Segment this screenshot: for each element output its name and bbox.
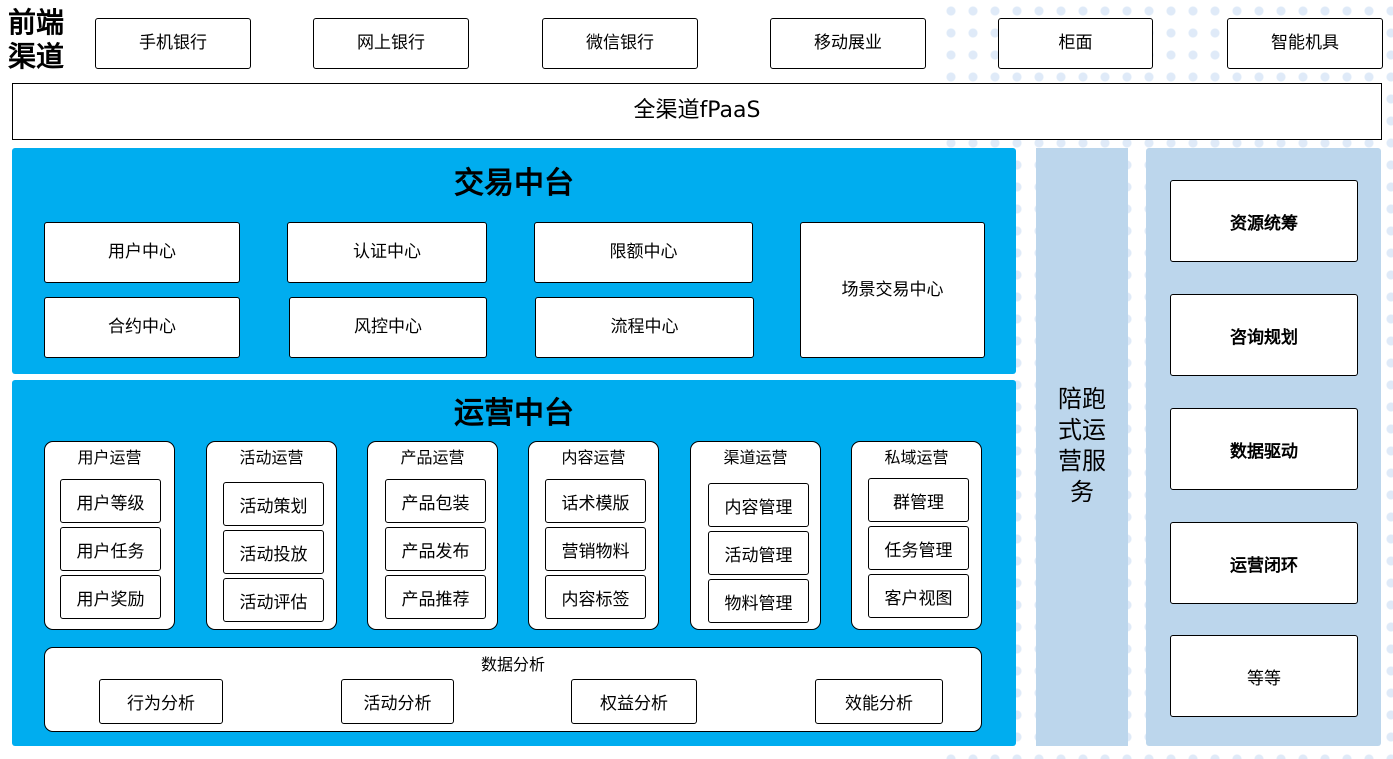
ops-item: 用户等级 [60, 479, 161, 523]
ops-item: 用户奖励 [60, 575, 161, 619]
operations-platform-title: 运营中台 [454, 396, 574, 431]
frontend-label: 前端 渠道 [8, 6, 78, 74]
ops-item: 营销物料 [545, 527, 646, 571]
channel-box-counter: 柜面 [998, 18, 1153, 69]
capability-data-driven: 数据驱动 [1170, 408, 1358, 490]
analytics-item: 权益分析 [571, 679, 697, 724]
accompany-service-label: 陪跑 式运 营服 务 [1036, 384, 1128, 508]
ops-group-title: 活动运营 [239, 448, 304, 467]
ops-item: 任务管理 [868, 526, 969, 570]
trading-center-user: 用户中心 [44, 222, 240, 283]
channel-label: 智能机具 [1271, 33, 1339, 54]
ops-group-channel: 渠道运营 内容管理 活动管理 物料管理 [690, 441, 821, 630]
center-label: 用户中心 [108, 242, 176, 263]
channel-box-smart-machine: 智能机具 [1227, 18, 1383, 69]
accompany-service-column [1036, 148, 1128, 746]
ops-group-private-domain: 私域运营 群管理 任务管理 客户视图 [851, 441, 982, 630]
fpaas-label: 全渠道fPaaS [633, 98, 761, 124]
accompany-line: 式运 [1058, 416, 1106, 444]
channel-box-mobile-banking: 手机银行 [95, 18, 251, 69]
trading-center-risk: 风控中心 [289, 297, 487, 358]
trading-center-scene: 场景交易中心 [800, 222, 985, 358]
channel-box-online-banking: 网上银行 [313, 18, 469, 69]
trading-platform-title: 交易中台 [454, 166, 574, 201]
accompany-line: 务 [1070, 478, 1094, 506]
ops-group-title: 渠道运营 [723, 448, 788, 467]
ops-item: 产品推荐 [385, 575, 486, 619]
capability-etc: 等等 [1170, 635, 1358, 717]
center-label: 风控中心 [354, 317, 422, 338]
analytics-item: 效能分析 [815, 679, 943, 724]
trading-center-contract: 合约中心 [44, 297, 240, 358]
center-label: 流程中心 [610, 317, 679, 338]
ops-item: 话术模版 [545, 479, 646, 523]
ops-item: 活动策划 [223, 482, 324, 526]
channel-label: 网上银行 [357, 33, 425, 54]
ops-item: 客户视图 [868, 574, 969, 618]
ops-group-product: 产品运营 产品包装 产品发布 产品推荐 [367, 441, 498, 630]
ops-group-content: 内容运营 话术模版 营销物料 内容标签 [528, 441, 659, 630]
channel-box-mobile-sales: 移动展业 [770, 18, 926, 69]
capability-operation-loop: 运营闭环 [1170, 522, 1358, 604]
ops-item: 活动评估 [223, 578, 324, 622]
frontend-label-line2: 渠道 [8, 40, 65, 73]
ops-item: 内容管理 [708, 483, 809, 527]
frontend-label-line1: 前端 [8, 6, 65, 39]
ops-item: 群管理 [868, 478, 969, 522]
ops-group-title: 私域运营 [884, 448, 949, 467]
ops-item: 活动投放 [223, 530, 324, 574]
analytics-bar: 数据分析 行为分析 活动分析 权益分析 效能分析 [44, 647, 982, 732]
ops-group-title: 用户运营 [77, 448, 142, 467]
center-label: 限额中心 [609, 242, 678, 263]
analytics-item: 行为分析 [99, 679, 223, 724]
center-label: 合约中心 [108, 317, 176, 338]
channel-label: 微信银行 [586, 33, 654, 54]
ops-item: 活动管理 [708, 531, 809, 575]
ops-item: 产品发布 [385, 527, 486, 571]
ops-group-activity: 活动运营 活动策划 活动投放 活动评估 [206, 441, 337, 630]
ops-group-title: 内容运营 [561, 448, 626, 467]
channel-label: 移动展业 [814, 33, 882, 54]
trading-center-limit: 限额中心 [534, 222, 753, 283]
center-label: 认证中心 [353, 242, 421, 263]
channel-box-wechat-banking: 微信银行 [542, 18, 698, 69]
ops-group-user: 用户运营 用户等级 用户任务 用户奖励 [44, 441, 175, 630]
ops-group-title: 产品运营 [400, 448, 465, 467]
accompany-line: 营服 [1058, 447, 1106, 475]
analytics-title: 数据分析 [480, 655, 545, 674]
analytics-item: 活动分析 [341, 679, 454, 724]
capability-consulting-planning: 咨询规划 [1170, 294, 1358, 376]
center-label: 场景交易中心 [841, 279, 944, 300]
channel-label: 柜面 [1058, 33, 1093, 54]
ops-item: 物料管理 [708, 579, 809, 623]
trading-center-auth: 认证中心 [287, 222, 487, 283]
accompany-line: 陪跑 [1058, 385, 1106, 413]
trading-center-process: 流程中心 [535, 297, 754, 358]
capability-resource-coordination: 资源统筹 [1170, 180, 1358, 262]
channel-label: 手机银行 [139, 33, 207, 54]
ops-item: 用户任务 [60, 527, 161, 571]
ops-item: 内容标签 [545, 575, 646, 619]
ops-item: 产品包装 [385, 479, 486, 523]
fpaas-bar: 全渠道fPaaS [12, 83, 1382, 140]
